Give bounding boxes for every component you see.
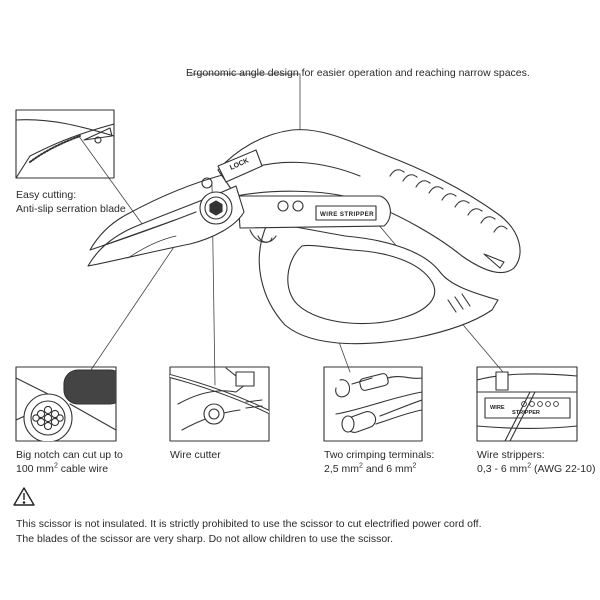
stripper-callout-line2: 0,3 - 6 mm2 (AWG 22-10) [477, 462, 596, 476]
inset-serration-drawing [16, 119, 114, 178]
easy-cutting-title: Easy cutting: [16, 189, 77, 201]
lock-button [217, 149, 263, 183]
wire-cutter-callout: Wire cutter [170, 449, 221, 461]
inset-wire-cutter-drawing [170, 367, 269, 431]
inset-frame-notch [15, 366, 117, 442]
inset-wire-label: WIRE [490, 405, 505, 411]
inset-frame-serration [15, 109, 115, 179]
inset-stripper-drawing [477, 371, 577, 441]
inset-notch-drawing [16, 369, 116, 441]
notch-callout-line1: Big notch can cut up to [16, 449, 123, 461]
stripper-callout-line1: Wire strippers: [477, 449, 545, 461]
pivot [199, 177, 233, 225]
ergonomic-callout: Ergonomic angle design for easier operat… [186, 67, 530, 79]
crimp-callout-line1: Two crimping terminals: [324, 449, 435, 461]
warning-triangle-icon [13, 487, 35, 506]
warning-line2: The blades of the scissor are very sharp… [16, 533, 394, 545]
inset-frame-crimping [323, 366, 423, 442]
crimp-callout-line2: 2,5 mm2 and 6 mm2 [324, 462, 417, 476]
lower-handle [258, 221, 499, 345]
warning-line1: This scissor is not insulated. It is str… [16, 518, 482, 530]
easy-cutting-desc: Anti-slip serration blade [16, 203, 126, 215]
stripper-body [237, 195, 391, 243]
wire-stripper-label: WIRE STRIPPER [320, 211, 374, 218]
inset-crimping-drawing [335, 373, 422, 433]
inset-stripper-label: STRIPPER [512, 410, 540, 416]
notch-callout-line2: 100 mm2 cable wire [16, 462, 109, 476]
inset-frame-wire-stripper [476, 366, 578, 442]
inset-frame-wire-cutter [169, 366, 270, 442]
